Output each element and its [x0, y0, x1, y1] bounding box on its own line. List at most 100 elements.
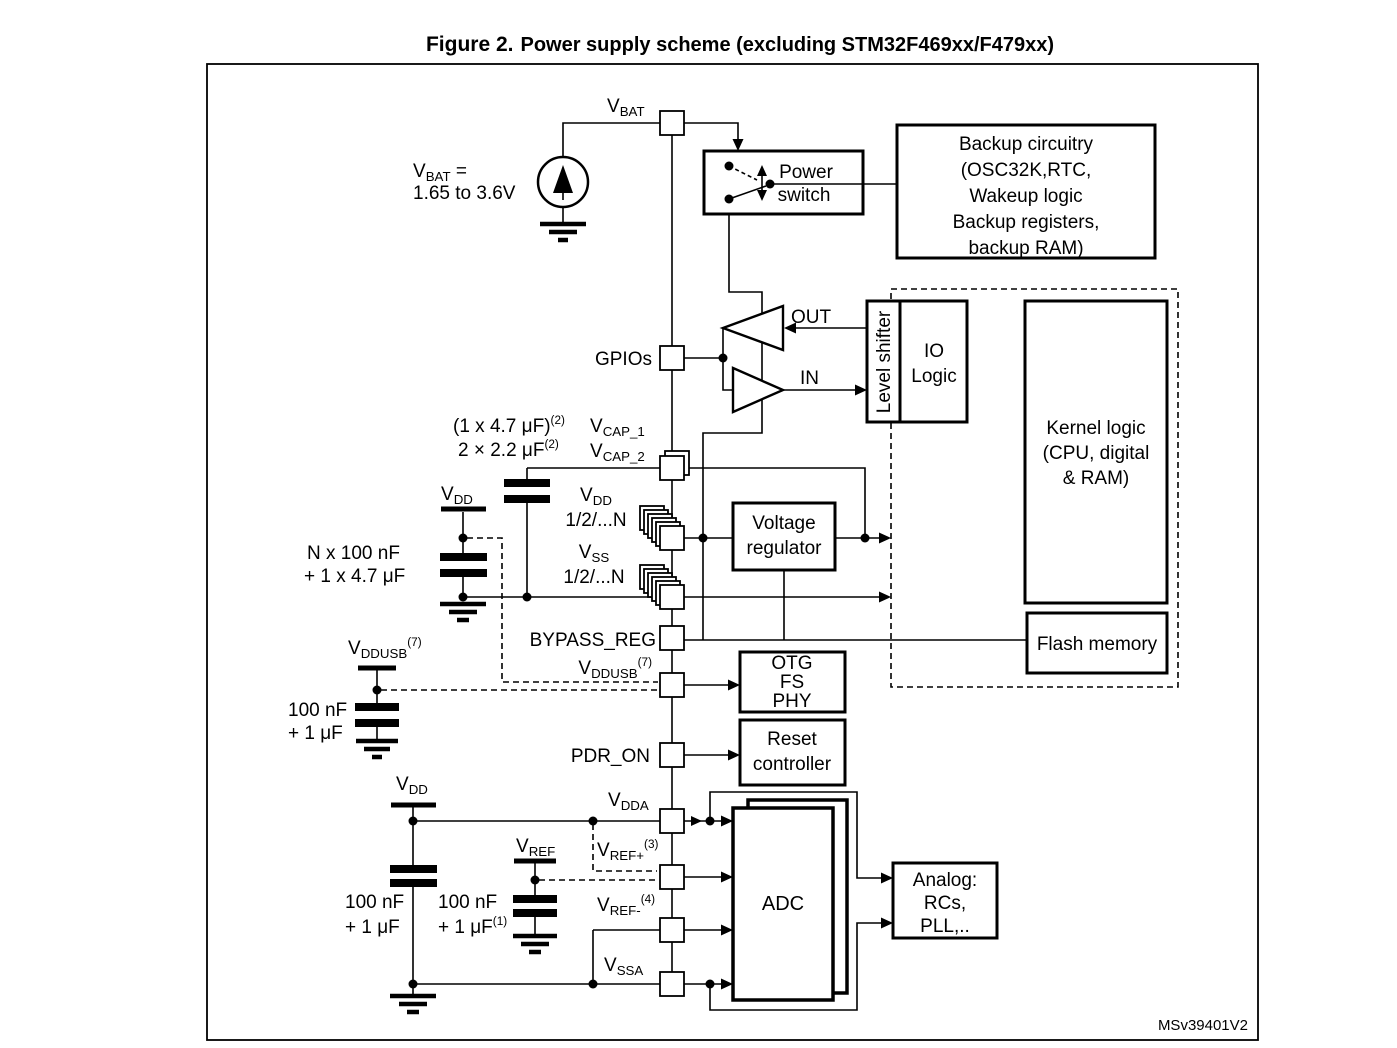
- label-analog: PLL,..: [920, 916, 970, 937]
- otg-fs-phy-box: [738, 650, 847, 714]
- vdd-bottom-cap-plate: [390, 865, 437, 873]
- junction-vdd-rail: [698, 533, 708, 543]
- label-vdd-bus: VDD: [580, 485, 612, 508]
- label-otg-fs-phy: OTG: [771, 653, 812, 674]
- label-vss-bus: 1/2/...N: [563, 567, 624, 588]
- analog-box: [891, 861, 999, 940]
- power-switch-box: [702, 149, 865, 216]
- pin-vdd-front: [659, 525, 685, 551]
- arrow-vdda-pin: [691, 816, 702, 826]
- label-vref-minus: VREF-(4): [597, 893, 655, 918]
- flash-memory-box: [1025, 611, 1169, 675]
- arrow-into-power-switch: [732, 139, 744, 151]
- label-vssa: VSSA: [604, 955, 643, 978]
- power-switch-symbol: [724, 161, 775, 204]
- label-decoupling-caps: + 1 x 4.7 μF: [304, 566, 405, 587]
- wire-vbat-source: [562, 122, 660, 158]
- pin-vref-plus: [659, 864, 685, 890]
- label-power-switch: Power: [779, 162, 834, 183]
- vdd-bottom-ground: [390, 993, 436, 1015]
- label-reset-controller: controller: [753, 754, 832, 775]
- label-backup-circuitry: Wakeup logic: [969, 186, 1082, 207]
- pin-pdr-on: [659, 742, 685, 768]
- label-vdd-bus: 1/2/...N: [565, 510, 626, 531]
- label-decoupling-caps: N x 100 nF: [307, 543, 400, 564]
- switch-arrow-down: [757, 190, 767, 201]
- pin-vbat: [659, 110, 685, 136]
- label-adc: ADC: [762, 893, 804, 915]
- wire-switch-down-rail: [702, 214, 763, 640]
- switch-contact-common: [765, 179, 775, 189]
- junction-vdd-bottom: [408, 816, 418, 826]
- pin-bypass-reg: [659, 625, 685, 651]
- figure-title: Figure 2.Power supply scheme (excluding …: [426, 33, 1054, 56]
- arrow-adc-vssa: [721, 978, 733, 990]
- vdd-left-ground: [440, 601, 486, 623]
- junction-vdda-tap: [588, 816, 598, 826]
- label-io-logic: IO: [924, 341, 944, 362]
- label-vdda: VDDA: [608, 790, 649, 813]
- pin-vssa: [659, 971, 685, 997]
- kernel-logic-box: [1023, 299, 1169, 605]
- junction-regulator-out: [860, 533, 870, 543]
- blocks: [702, 123, 1169, 1002]
- label-vcap1: VCAP_1: [590, 416, 645, 439]
- dashed-vdda-to-vrefp: [592, 824, 657, 872]
- wire-vdda-to-analog: [709, 791, 881, 879]
- label-kernel-logic: (CPU, digital: [1043, 443, 1150, 464]
- label-otg-fs-phy: FS: [780, 672, 804, 693]
- label-vdd-bottom: VDD: [396, 774, 428, 797]
- label-vbat-range: 1.65 to 3.6V: [413, 183, 516, 204]
- label-vcap2: VCAP_2: [590, 441, 645, 464]
- io-logic-box: [898, 299, 969, 424]
- figure-border: [206, 63, 1259, 1041]
- passives: [355, 221, 586, 1015]
- reset-controller-box: [738, 718, 847, 787]
- switch-contact-bottom: [724, 194, 734, 204]
- pin-vcap-front: [659, 455, 685, 481]
- voltage-regulator-box: [731, 501, 837, 572]
- label-bottom-cap: + 1 μF: [345, 917, 400, 938]
- junction-gpio: [718, 353, 728, 363]
- dashed-wires: [381, 537, 658, 881]
- wire-bypass-flash: [684, 570, 1027, 641]
- wires: [376, 122, 1027, 1011]
- vbat-source-symbol: [536, 155, 590, 209]
- label-pdr-on: PDR_ON: [571, 746, 650, 767]
- vref-ground: [513, 933, 557, 955]
- pin-vdda: [659, 808, 685, 834]
- arrow-in-level-shifter: [855, 384, 867, 396]
- label-vcap-values: 2 × 2.2 μF(2): [458, 438, 559, 461]
- switch-arrow-up: [757, 165, 767, 176]
- label-backup-circuitry: backup RAM): [968, 238, 1083, 259]
- label-voltage-regulator: regulator: [747, 538, 823, 559]
- label-vref-cap: 100 nF: [438, 892, 497, 913]
- arrow-adc-vrefp: [721, 871, 733, 883]
- vdd-bottom-cap-plate: [390, 879, 437, 887]
- vdd-left-cap-plate: [440, 569, 487, 577]
- junction-vdda-adc: [705, 816, 715, 826]
- vdd-left-cap-plate: [440, 553, 487, 561]
- label-io-logic: Logic: [911, 366, 956, 387]
- label-vcap-values: (1 x 4.7 μF)(2): [453, 414, 565, 437]
- label-usb-cap: + 1 μF: [288, 723, 343, 744]
- label-watermark: MSv39401V2: [1158, 1017, 1248, 1034]
- junction-vssa-adc: [705, 979, 715, 989]
- arrow-vss-bus: [879, 591, 891, 603]
- backup-circuitry-box: [895, 123, 1157, 260]
- switch-solid-throw: [728, 185, 767, 200]
- arrow-analog-top: [881, 872, 893, 884]
- switch-dashed-throw: [728, 165, 758, 181]
- wire-vref-minus: [592, 929, 660, 984]
- wire-vbat-to-switch: [684, 122, 739, 140]
- junction-vssa-left: [408, 979, 418, 989]
- label-reset-controller: Reset: [767, 729, 817, 750]
- label-backup-circuitry: Backup circuitry: [959, 134, 1094, 155]
- junction-vddusb-cap: [372, 685, 382, 695]
- output-buffer-triangle: [719, 304, 785, 352]
- label-vref-rail: VREF: [516, 836, 555, 859]
- arrow-into-reset: [728, 749, 740, 761]
- pins: [639, 110, 690, 997]
- label-vdd-left: VDD: [441, 484, 473, 507]
